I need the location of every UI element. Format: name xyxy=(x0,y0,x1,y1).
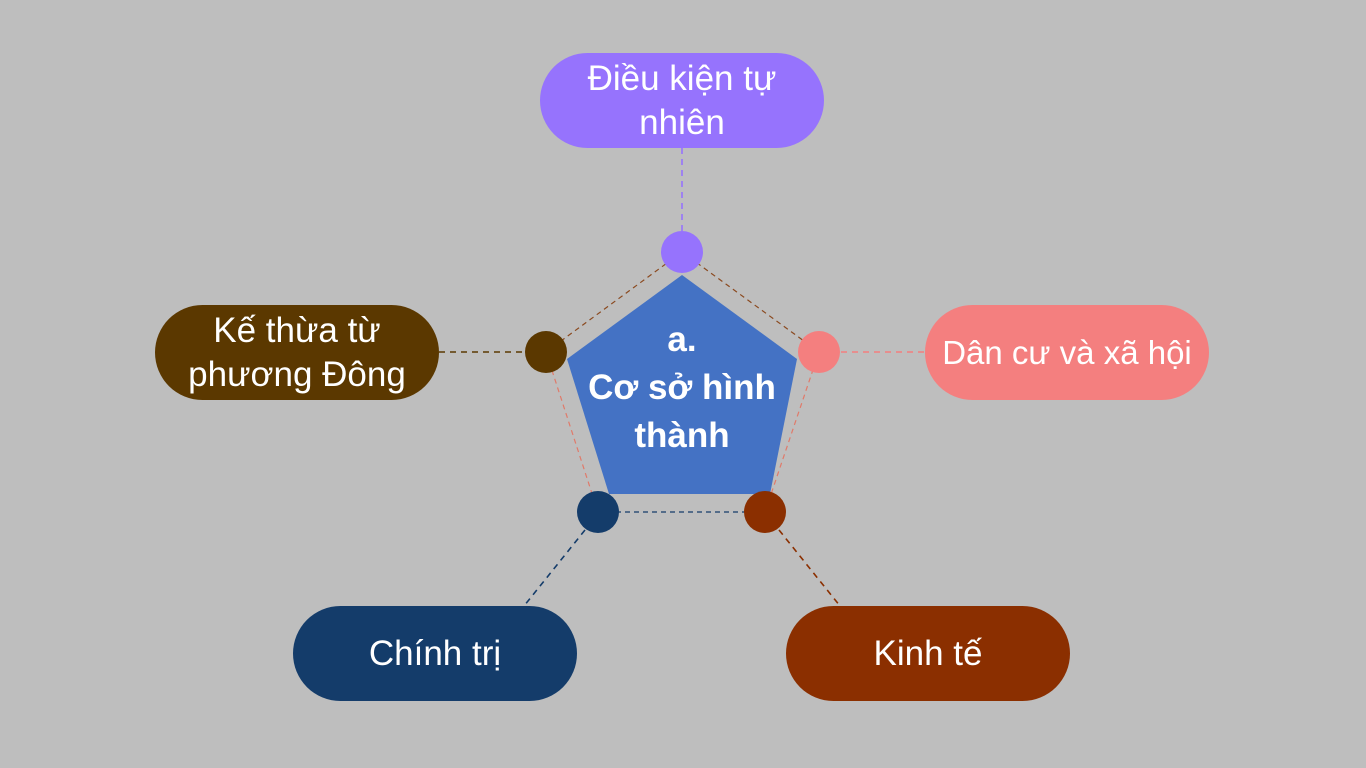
ring-edge-left-bottom xyxy=(545,351,599,513)
node-politics: Chính trị xyxy=(293,606,577,701)
center-pentagon xyxy=(567,275,797,494)
node-dot-economy xyxy=(744,491,786,533)
connector-politics xyxy=(523,529,586,607)
connector-economy xyxy=(778,529,841,607)
node-natural-conditions-label: Điều kiện tự nhiên xyxy=(587,58,777,142)
node-eastern-heritage: Kế thừa từ phương Đông xyxy=(155,305,439,400)
node-natural-conditions: Điều kiện tự nhiên xyxy=(540,53,824,148)
connectors xyxy=(439,148,925,607)
node-population-society-label: Dân cư và xã hội xyxy=(942,333,1192,371)
node-dot-heritage xyxy=(525,331,567,373)
node-politics-label: Chính trị xyxy=(368,633,502,673)
node-dot-population xyxy=(798,331,840,373)
node-economy-label: Kinh tế xyxy=(873,633,983,673)
node-dot-natural xyxy=(661,231,703,273)
center-label: a. Cơ sở hình thành xyxy=(588,320,776,455)
node-eastern-heritage-label: Kế thừa từ phương Đông xyxy=(188,310,406,394)
node-economy: Kinh tế xyxy=(786,606,1070,701)
ring-edge-right-bottom xyxy=(764,351,820,513)
ring-edge-top-left xyxy=(545,251,683,353)
pentagon-ring xyxy=(545,251,820,513)
ring-edge-top-right xyxy=(681,251,820,353)
node-population-society: Dân cư và xã hội xyxy=(925,305,1209,400)
node-dot-politics xyxy=(577,491,619,533)
